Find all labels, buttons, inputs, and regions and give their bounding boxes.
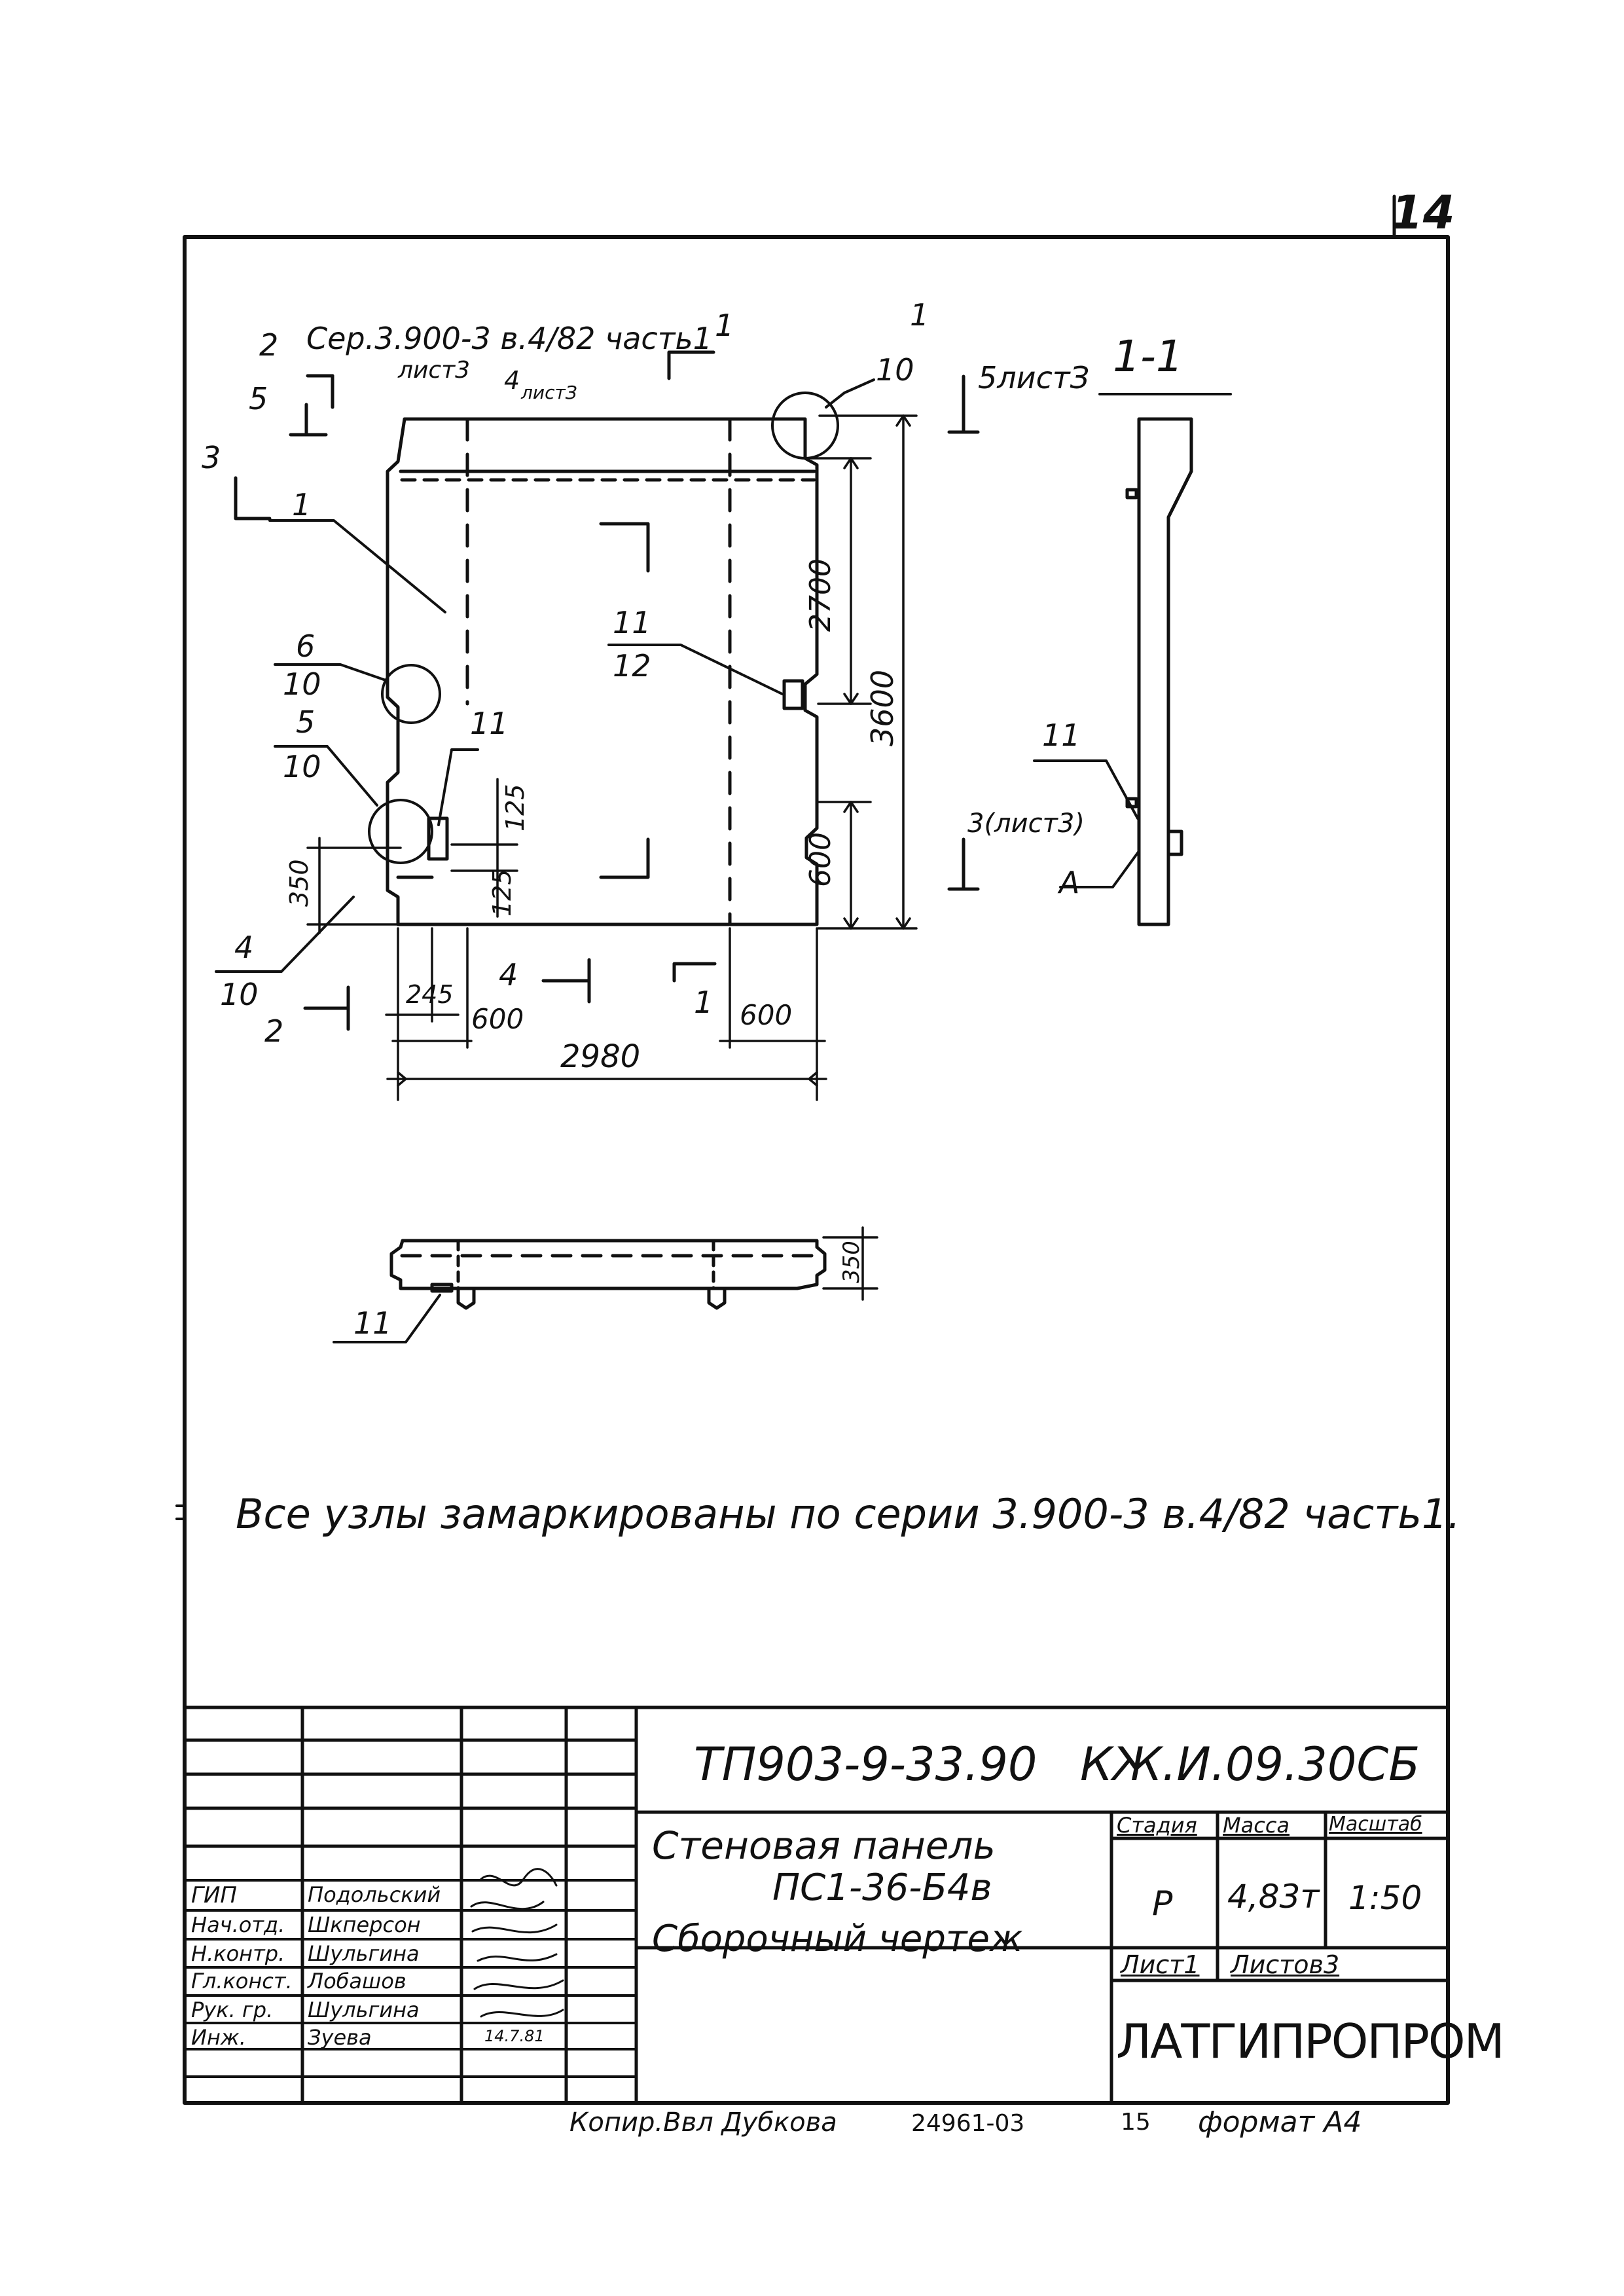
sign-role-4: Рук. гр. xyxy=(191,1997,274,2022)
callout-6-top: 6 xyxy=(296,629,316,664)
callout-1-top: 1 xyxy=(910,297,929,333)
callout-4-bottom: 10 xyxy=(220,977,259,1012)
ref-sheet: лист3 xyxy=(398,357,471,384)
section-cut-marks xyxy=(234,350,980,1031)
handwritten-signatures xyxy=(470,1868,564,2018)
cut-label-4-sheet-note: листЗ xyxy=(521,382,577,403)
sign-name-2: Шульгина xyxy=(308,1941,420,1966)
callout-circle-6 xyxy=(381,664,441,724)
doc-mark: КЖ.И.09.30СБ xyxy=(1080,1738,1420,1791)
cut-label-4-sheet: 4 xyxy=(504,366,520,395)
position-11-insert: 11 xyxy=(470,706,509,741)
callout-1-bottom: 10 xyxy=(876,352,914,388)
dimension-lines xyxy=(306,414,918,1101)
sign-name-1: Шкперсон xyxy=(308,1912,421,1937)
cut-label-3-sheet: 3(лист3) xyxy=(967,809,1085,839)
dim-125-bottom: 125 xyxy=(488,869,516,917)
stage-value: Р xyxy=(1152,1884,1173,1923)
sheet-value: Лист1 xyxy=(1121,1950,1200,1979)
sign-name-5: Зуева xyxy=(308,2025,372,2050)
footer-page: 15 xyxy=(1121,2109,1151,2136)
head-scale: Масштаб xyxy=(1329,1813,1422,1836)
sign-role-1: Нач.отд. xyxy=(191,1912,285,1937)
dim-2700: 2700 xyxy=(804,558,837,632)
section-1-1 xyxy=(1098,393,1232,926)
section-mark-a: А xyxy=(1059,865,1080,900)
cut-label-3: 3 xyxy=(202,440,221,475)
cut-label-4-bottom: 4 xyxy=(499,957,518,993)
section-title: 1-1 xyxy=(1113,331,1183,382)
dim-125-top: 125 xyxy=(501,784,530,831)
cut-label-1-top: 1 xyxy=(715,308,734,343)
panel-elevation xyxy=(386,417,819,926)
ref-series: Сер.3.900-3 в.4/82 часть1 xyxy=(306,321,712,356)
dim-600-bottom-right: 600 xyxy=(740,999,793,1031)
title-block-grid xyxy=(183,1705,1450,2105)
sign-date: 14.7.81 xyxy=(484,2027,545,2045)
footer-copied: Копир.Ввл Дубкова xyxy=(569,2107,837,2138)
callout-11-bottom: 12 xyxy=(613,648,651,683)
dim-600-right: 600 xyxy=(804,832,837,887)
dim-350-left: 350 xyxy=(285,859,314,907)
cut-label-1-bottom: 1 xyxy=(694,985,713,1020)
footer-inv: 24961-03 xyxy=(911,2110,1025,2137)
dim-3600: 3600 xyxy=(865,670,900,746)
sign-role-3: Гл.конст. xyxy=(191,1969,293,1994)
doc-code: ТП903-9-33.90 xyxy=(694,1738,1038,1791)
scale-value: 1:50 xyxy=(1348,1879,1422,1917)
position-11-plan: 11 xyxy=(353,1305,392,1341)
callout-11-top: 11 xyxy=(613,605,651,640)
callout-circle-1 xyxy=(771,392,839,460)
drawing-frame xyxy=(183,235,1450,2105)
callout-5-top: 5 xyxy=(296,704,316,740)
cut-label-5-top: 5 xyxy=(249,381,268,416)
dim-600-bottom-left: 600 xyxy=(471,1003,524,1035)
position-11-section: 11 xyxy=(1042,718,1081,753)
callout-5-bottom: 10 xyxy=(283,749,321,784)
leader-lines xyxy=(215,378,1140,973)
head-stage: Стадия xyxy=(1117,1813,1197,1838)
callout-4-top: 4 xyxy=(234,930,254,965)
general-note: Все узлы замаркированы по серии 3.900-3 … xyxy=(236,1490,1461,1538)
sign-name-0: Подольский xyxy=(308,1882,441,1907)
callout-6-bottom: 10 xyxy=(283,666,321,702)
panel-plan-view xyxy=(333,1226,878,1343)
sign-role-2: Н.контр. xyxy=(191,1941,285,1966)
sign-role-5: Инж. xyxy=(191,2025,246,2050)
organization: ЛАТГИПРОПРОМ xyxy=(1116,2014,1505,2069)
position-1: 1 xyxy=(292,487,312,522)
title-line-1: Стеновая панель xyxy=(652,1823,996,1868)
head-mass: Масса xyxy=(1223,1813,1290,1838)
title-line-3: Сборочный чертеж xyxy=(652,1918,1023,1960)
title-line-2: ПС1-36-Б4в xyxy=(772,1867,992,1909)
sheets-value: Листов3 xyxy=(1231,1950,1340,1979)
sign-name-3: Лобашов xyxy=(308,1969,406,1994)
callout-circle-5 xyxy=(368,799,433,864)
sign-name-4: Шульгина xyxy=(308,1997,420,2022)
cut-label-2-top: 2 xyxy=(259,327,279,363)
cut-label-5-sheet: 5листЗ xyxy=(978,360,1090,395)
mass-value: 4,83т xyxy=(1227,1878,1320,1916)
footer-format: формат А4 xyxy=(1198,2105,1362,2139)
cut-label-2-bottom: 2 xyxy=(264,1013,284,1049)
sheet-number: 14 xyxy=(1391,186,1455,240)
dim-350-plan: 350 xyxy=(839,1241,865,1283)
dim-2980: 2980 xyxy=(560,1038,641,1075)
sign-role-0: ГИП xyxy=(191,1882,237,1908)
dim-245: 245 xyxy=(406,980,454,1009)
